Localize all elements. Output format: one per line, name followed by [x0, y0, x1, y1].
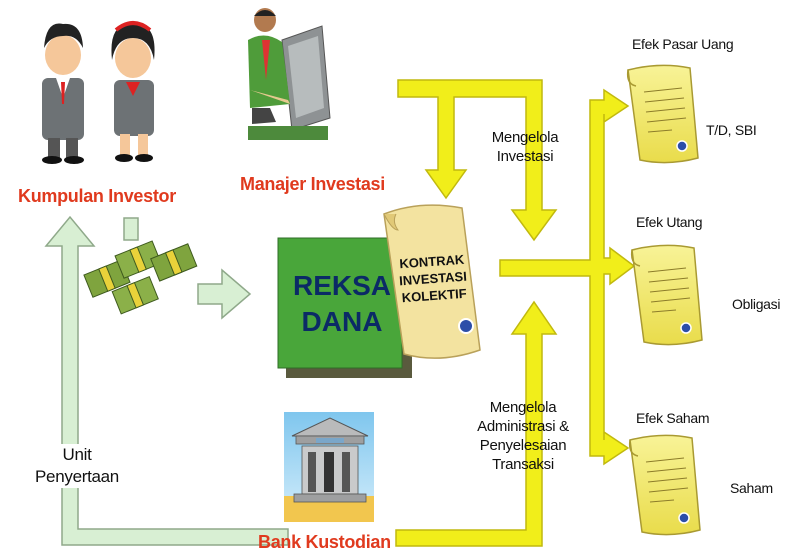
- fund-label-line1: REKSA: [292, 270, 391, 301]
- document-icon: [630, 244, 703, 346]
- manager-flow-arrow: [397, 79, 558, 242]
- security-title-money-market: Efek Pasar Uang: [632, 36, 734, 52]
- manage-invest-line2: Investasi: [496, 148, 554, 165]
- securities-flow-arrows: [499, 88, 636, 466]
- security-title-equity: Efek Saham: [636, 410, 710, 426]
- units-label: Unit Penyertaan: [22, 444, 132, 488]
- money-stack-icon: [83, 240, 198, 315]
- document-icon: [626, 64, 699, 164]
- manage-admin-line1: Mengelola: [489, 399, 557, 416]
- manage-invest-line1: Mengelola: [491, 129, 559, 146]
- manage-investment-label: Mengelola Investasi: [470, 128, 580, 166]
- manage-admin-line4: Transaksi: [492, 456, 554, 473]
- fund-label-line2: DANA: [301, 306, 383, 337]
- security-example-equity: Saham: [730, 480, 773, 496]
- custodian-flow-arrow: [395, 300, 558, 547]
- units-line2: Penyertaan: [35, 467, 119, 486]
- contract-title: KONTRAK INVESTASI KOLEKTIF: [386, 250, 479, 307]
- reksa-dana-title: REKSA DANA: [292, 268, 392, 340]
- manage-admin-line3: Penyelesaian: [479, 437, 567, 454]
- manage-administration-label: Mengelola Administrasi & Penyelesaian Tr…: [458, 398, 588, 474]
- manager-label: Manajer Investasi: [240, 174, 385, 194]
- unit-flow-arrow: [44, 215, 289, 546]
- custodian-label: Bank Kustodian: [258, 532, 391, 552]
- security-title-debt: Efek Utang: [636, 214, 703, 230]
- security-example-debt: Obligasi: [732, 296, 781, 312]
- units-line1: Unit: [62, 445, 92, 464]
- investor-people-icon: [42, 21, 155, 164]
- document-icon: [628, 434, 701, 536]
- manage-admin-line2: Administrasi &: [477, 418, 569, 435]
- investment-manager-icon: [248, 8, 331, 140]
- contract-document: [383, 204, 481, 359]
- money-flow-arrow: [123, 217, 252, 320]
- bank-building-icon: [284, 412, 374, 522]
- security-example-money-market: T/D, SBI: [706, 122, 757, 138]
- investors-label: Kumpulan Investor: [18, 186, 176, 206]
